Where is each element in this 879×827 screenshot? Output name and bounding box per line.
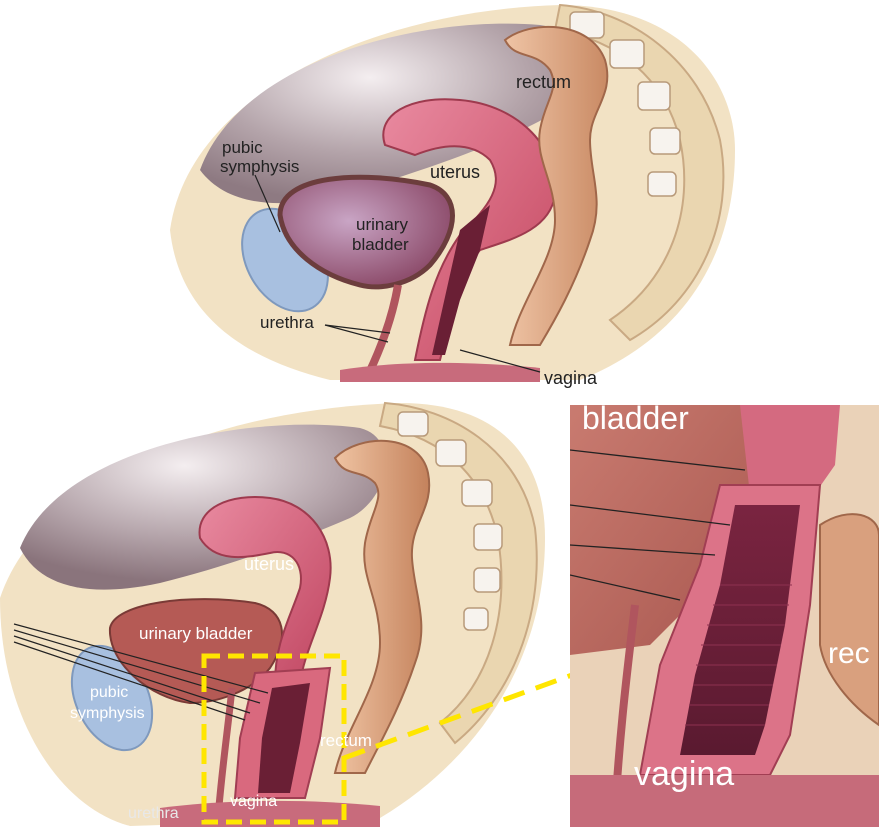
top-anatomy-illustration: rectum pubic symphysis uterus urinary bl… xyxy=(160,0,740,395)
top-anatomy-panel: rectum pubic symphysis uterus urinary bl… xyxy=(160,0,740,395)
label-uterus: uterus xyxy=(244,554,294,574)
bottom-left-anatomy-illustration: uterus urinary bladder pubic symphysis r… xyxy=(0,398,560,827)
label-rectum: rectum xyxy=(516,72,571,92)
label-rectum-partial: rec xyxy=(828,637,870,670)
label-pubic-line2: symphysis xyxy=(220,157,299,176)
label-vagina: vagina xyxy=(634,755,734,793)
label-uterus: uterus xyxy=(430,162,480,182)
bottom-left-anatomy-panel: uterus urinary bladder pubic symphysis r… xyxy=(0,398,560,827)
label-bladder-line1: urinary xyxy=(356,215,408,234)
label-urethra: urethra xyxy=(260,313,314,332)
zoom-detail-panel: bladder rec vagina xyxy=(570,405,879,827)
label-bladder-line2: bladder xyxy=(352,235,409,254)
label-vagina: vagina xyxy=(230,793,277,810)
label-urinary-bladder: urinary bladder xyxy=(139,624,253,643)
label-vagina: vagina xyxy=(544,368,598,388)
label-rectum: rectum xyxy=(320,731,372,750)
label-bladder-partial: bladder xyxy=(582,405,689,436)
label-pubic-line2: symphysis xyxy=(70,705,145,722)
label-pubic-line1: pubic xyxy=(222,138,263,157)
zoom-detail-illustration: bladder rec vagina xyxy=(570,405,879,827)
label-pubic-line1: pubic xyxy=(90,684,128,701)
label-urethra: urethra xyxy=(128,805,179,822)
